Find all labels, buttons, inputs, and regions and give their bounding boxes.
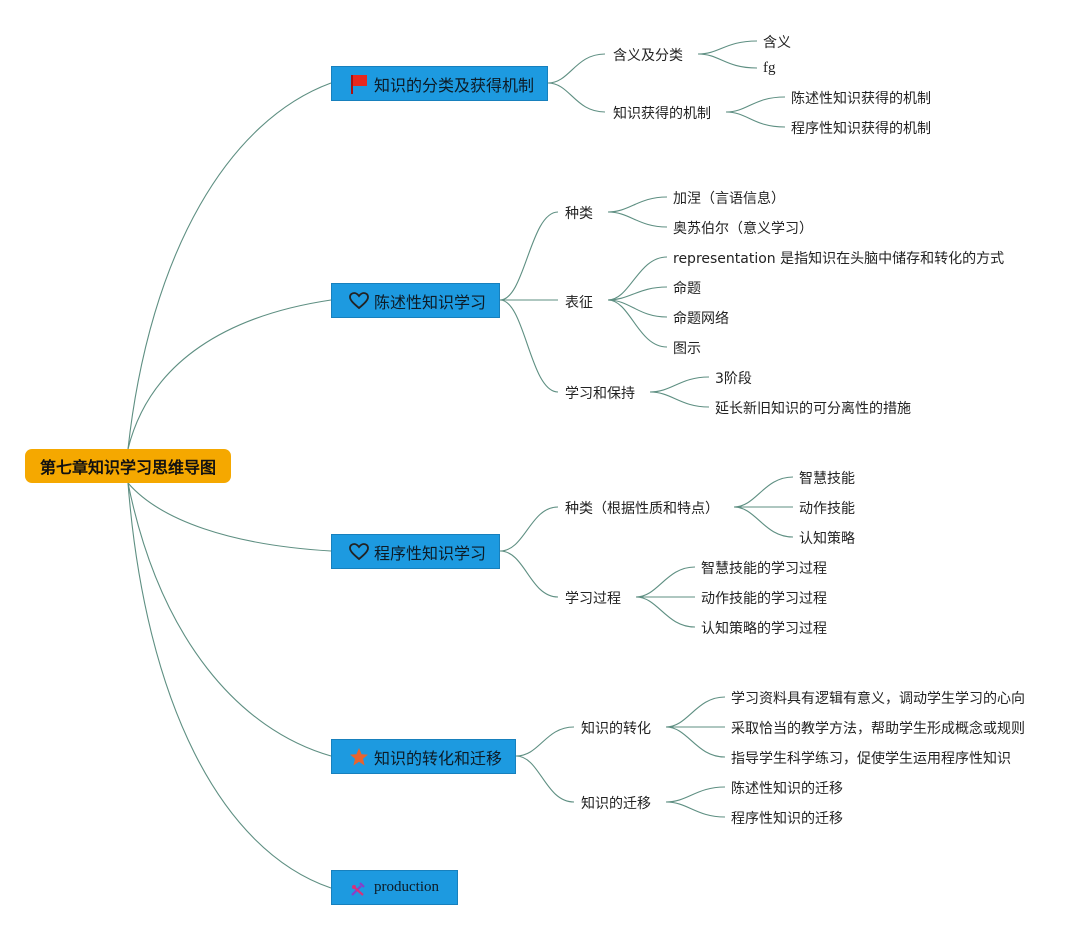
heart-outline-icon (348, 290, 370, 312)
subtopic-representation[interactable]: 表征 (565, 295, 593, 311)
link-b1c1-l2 (607, 299, 668, 318)
link-b1c0-l0 (607, 196, 668, 213)
leaf-intellectual-skills[interactable]: 智慧技能 (799, 471, 855, 487)
link-b2c1-l2 (635, 596, 696, 628)
link-b1c1-l1 (607, 286, 668, 301)
link-b2c0-l0 (733, 476, 794, 508)
leaf-ausubel[interactable]: 奥苏伯尔（意义学习） (673, 221, 813, 237)
leaf-separability-measures[interactable]: 延长新旧知识的可分离性的措施 (715, 401, 911, 417)
leaf-declarative-mechanism[interactable]: 陈述性知识获得的机制 (791, 91, 931, 107)
link-b0c0-l0 (697, 40, 758, 55)
leaf-cognitive-strategies[interactable]: 认知策略 (799, 531, 855, 547)
leaf-gagne[interactable]: 加涅（言语信息） (673, 191, 785, 207)
leaf-schema[interactable]: 图示 (673, 341, 701, 357)
leaf-three-stages[interactable]: 3阶段 (715, 371, 752, 387)
subtopic-transformation[interactable]: 知识的转化 (581, 721, 651, 737)
leaf-scientific-practice[interactable]: 指导学生科学练习，促使学生运用程序性知识 (731, 751, 1011, 767)
subtopic-learning-process[interactable]: 学习过程 (565, 591, 621, 607)
subtopic-procedural-types[interactable]: 种类（根据性质和特点） (565, 501, 719, 517)
link-b1-c0 (499, 211, 559, 301)
branch-label: 程序性知识学习 (374, 543, 487, 563)
link-b0c1-l0 (725, 96, 786, 113)
link-b2-c1 (499, 550, 559, 598)
tools-icon (348, 877, 370, 899)
link-b1c1-l0 (607, 256, 668, 301)
leaf-procedural-transfer[interactable]: 程序性知识的迁移 (731, 811, 843, 827)
branch-production[interactable]: production (331, 870, 458, 905)
link-b1c1-l3 (607, 299, 668, 348)
branch-label: production (374, 879, 439, 895)
branch-transformation-transfer[interactable]: 知识的转化和迁移 (331, 739, 516, 774)
link-b0-c1 (547, 82, 606, 113)
link-b0-c0 (547, 53, 606, 84)
link-b1c2-l1 (649, 391, 710, 408)
link-b1c2-l0 (649, 376, 710, 393)
subtopic-meaning-classification[interactable]: 含义及分类 (613, 48, 683, 64)
branch-label: 陈述性知识学习 (374, 292, 487, 312)
link-b2-c0 (499, 506, 559, 552)
leaf-meaning[interactable]: 含义 (763, 35, 791, 51)
leaf-procedural-mechanism[interactable]: 程序性知识获得的机制 (791, 121, 931, 137)
link-b0c0-l1 (697, 53, 758, 69)
link-b1c0-l1 (607, 211, 668, 228)
red-flag-icon (348, 73, 370, 95)
branch-declarative-learning[interactable]: 陈述性知识学习 (331, 283, 500, 318)
subtopic-acquisition-mechanism[interactable]: 知识获得的机制 (613, 106, 711, 122)
leaf-motor-skills[interactable]: 动作技能 (799, 501, 855, 517)
subtopic-transfer[interactable]: 知识的迁移 (581, 796, 651, 812)
subtopic-learning-retention[interactable]: 学习和保持 (565, 386, 635, 402)
leaf-teaching-methods[interactable]: 采取恰当的教学方法，帮助学生形成概念或规则 (731, 721, 1025, 737)
leaf-proposition-network[interactable]: 命题网络 (673, 311, 729, 327)
root-topic-label: 第七章知识学习思维导图 (39, 458, 216, 477)
branch-knowledge-classification[interactable]: 知识的分类及获得机制 (331, 66, 548, 101)
link-b1-c2 (499, 299, 559, 393)
leaf-representation-definition[interactable]: representation 是指知识在头脑中储存和转化的方式 (673, 251, 1005, 267)
link-root-b0 (127, 82, 332, 450)
link-root-b4 (127, 482, 332, 889)
leaf-cognitive-process[interactable]: 认知策略的学习过程 (701, 621, 827, 637)
link-b0c1-l1 (725, 111, 786, 128)
link-b2c1-l0 (635, 566, 696, 598)
link-b3-c1 (515, 755, 575, 803)
link-b3c1-l0 (665, 786, 726, 803)
root-topic[interactable]: 第七章知识学习思维导图 (25, 449, 231, 483)
branch-procedural-learning[interactable]: 程序性知识学习 (331, 534, 500, 569)
link-root-b3 (127, 482, 332, 757)
heart-outline-icon (348, 541, 370, 563)
leaf-meaningful-materials[interactable]: 学习资料具有逻辑有意义，调动学生学习的心向 (731, 691, 1025, 707)
link-b3c0-l0 (665, 696, 726, 728)
leaf-intellectual-process[interactable]: 智慧技能的学习过程 (701, 561, 827, 577)
link-root-b2 (127, 482, 332, 552)
leaf-motor-process[interactable]: 动作技能的学习过程 (701, 591, 827, 607)
leaf-proposition[interactable]: 命题 (673, 281, 701, 297)
leaf-fg[interactable]: fg (763, 60, 776, 76)
branch-label: 知识的分类及获得机制 (374, 75, 535, 95)
link-b2c0-l2 (733, 506, 794, 538)
branch-label: 知识的转化和迁移 (374, 748, 503, 768)
link-root-b1 (127, 299, 332, 450)
link-b3c1-l1 (665, 801, 726, 818)
link-b3c0-l2 (665, 726, 726, 758)
leaf-declarative-transfer[interactable]: 陈述性知识的迁移 (731, 781, 843, 797)
subtopic-types[interactable]: 种类 (565, 206, 593, 222)
orange-star-icon (348, 746, 370, 768)
link-b3-c0 (515, 726, 575, 757)
